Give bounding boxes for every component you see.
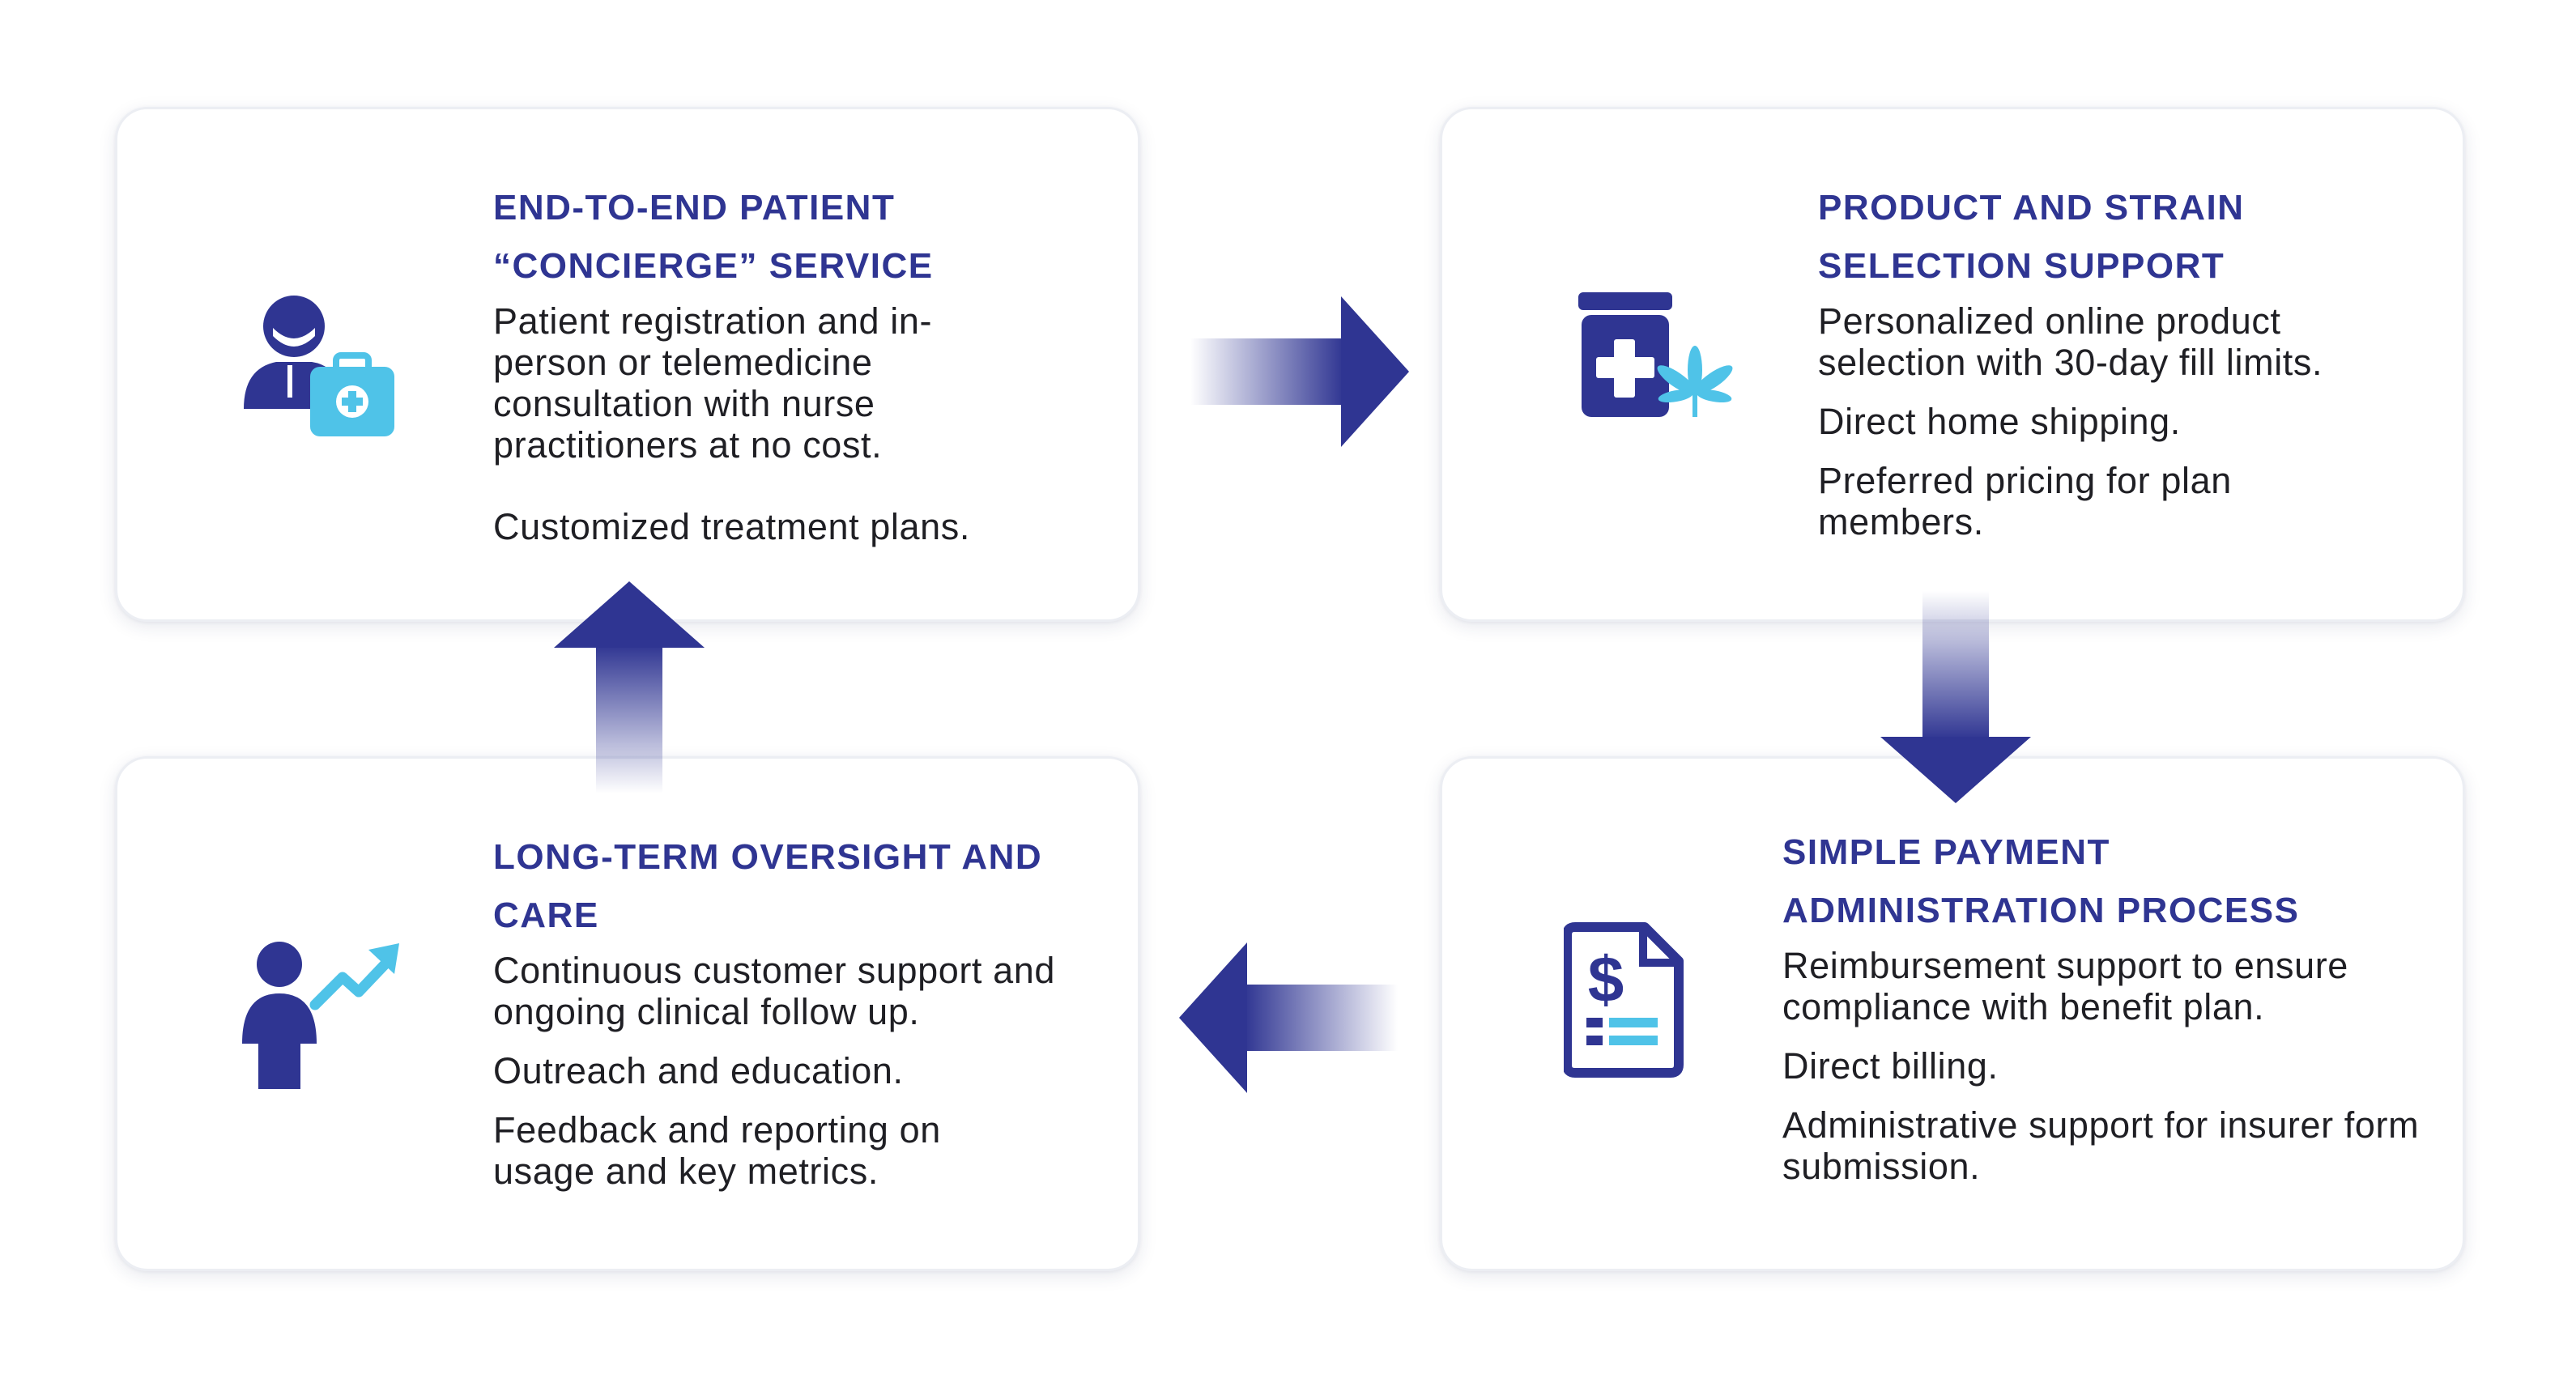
step-title-line1: END-TO-END PATIENT	[493, 188, 896, 228]
medicine-jar-cannabis-leaf-icon	[1578, 292, 1733, 417]
step-text: END-TO-END PATIENT “CONCIERGE” SERVICE P…	[493, 179, 1109, 565]
step-text: PRODUCT AND STRAIN SELECTION SUPPORT Per…	[1818, 179, 2433, 560]
step-card-product-selection: PRODUCT AND STRAIN SELECTION SUPPORT Per…	[1440, 107, 2465, 622]
step-title: END-TO-END PATIENT “CONCIERGE” SERVICE	[493, 179, 1109, 296]
arrow-left-icon	[1179, 942, 1398, 1093]
step-description: Patient registration and in-person or te…	[493, 300, 933, 466]
step-title-line1: LONG-TERM OVERSIGHT AND	[493, 837, 1043, 877]
step-title-line1: PRODUCT AND STRAIN	[1818, 188, 2245, 228]
step-description: Preferred pricing for plan members.	[1818, 460, 2232, 542]
step-description: Outreach and education.	[493, 1050, 904, 1091]
step-title-line2: SELECTION SUPPORT	[1818, 246, 2225, 286]
arrow-down-icon	[1880, 591, 2031, 803]
step-text: LONG-TERM OVERSIGHT AND CARE Continuous …	[493, 828, 1109, 1210]
step-title: LONG-TERM OVERSIGHT AND CARE	[493, 828, 1109, 945]
step-title-line1: SIMPLE PAYMENT	[1782, 832, 2110, 872]
step-description: Direct home shipping.	[1818, 401, 2181, 442]
step-card-long-term-care: LONG-TERM OVERSIGHT AND CARE Continuous …	[115, 756, 1140, 1271]
arrow-up-icon	[554, 581, 705, 793]
patient-with-medical-kit-icon	[244, 296, 394, 436]
step-description: Customized treatment plans.	[493, 506, 970, 547]
step-description: Reimbursement support to ensure complian…	[1782, 945, 2348, 1027]
step-description: Continuous customer support and ongoing …	[493, 950, 1055, 1032]
step-description: Administrative support for insurer form …	[1782, 1104, 2420, 1187]
svg-text:$: $	[1588, 943, 1624, 1015]
step-title: SIMPLE PAYMENT ADMINISTRATION PROCESS	[1782, 823, 2430, 940]
step-title-line2: ADMINISTRATION PROCESS	[1782, 891, 2300, 930]
step-title: PRODUCT AND STRAIN SELECTION SUPPORT	[1818, 179, 2433, 296]
invoice-dollar-icon: $	[1564, 922, 1684, 1078]
step-card-payment-administration: $ SIMPLE PAYMENT ADMINISTRATION PROCESS …	[1440, 756, 2465, 1271]
step-description: Personalized online product selection wi…	[1818, 300, 2323, 383]
arrow-right-icon	[1190, 296, 1409, 447]
step-description: Feedback and reporting on usage and key …	[493, 1109, 941, 1192]
step-title-line2: “CONCIERGE” SERVICE	[493, 246, 934, 286]
step-description: Direct billing.	[1782, 1045, 1999, 1087]
person-trend-up-icon	[242, 942, 399, 1089]
step-title-line2: CARE	[493, 895, 599, 935]
step-text: SIMPLE PAYMENT ADMINISTRATION PROCESS Re…	[1782, 828, 2430, 1205]
step-card-patient-concierge: END-TO-END PATIENT “CONCIERGE” SERVICE P…	[115, 107, 1140, 622]
